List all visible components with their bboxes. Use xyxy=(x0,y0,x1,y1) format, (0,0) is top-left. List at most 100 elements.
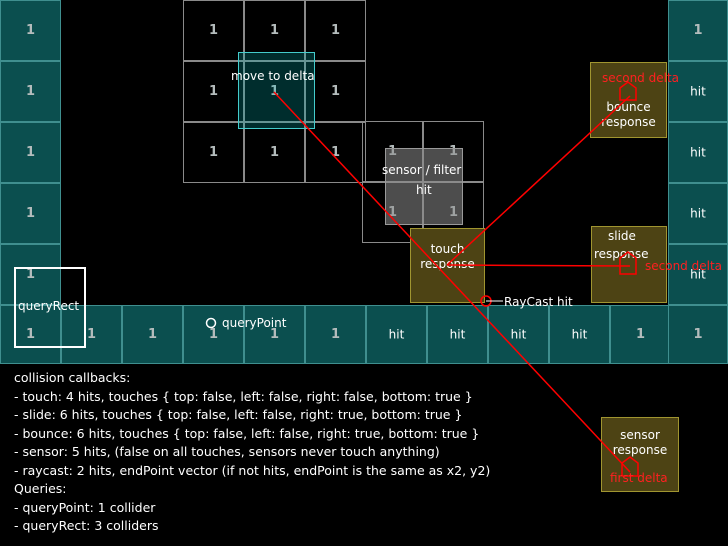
tile-hit-label: hit xyxy=(690,83,706,98)
wall-tile: 1 xyxy=(0,183,61,244)
tile-number: 1 xyxy=(25,83,36,99)
grid-tile: 1 xyxy=(244,61,305,122)
tile-number: 1 xyxy=(25,205,36,221)
wall-tile: hit xyxy=(427,305,488,364)
tile-number: 1 xyxy=(269,83,280,99)
wall-tile: 1 xyxy=(0,61,61,122)
bounce-second-delta-line xyxy=(446,95,631,266)
move-to-delta-rect xyxy=(238,52,315,129)
tile-number: 1 xyxy=(330,22,341,38)
wall-tile: 1 xyxy=(0,305,61,364)
tile-hit-label: hit xyxy=(449,326,466,341)
query-point-marker xyxy=(205,317,217,329)
bounce-end-marker xyxy=(619,81,637,101)
tile-number: 1 xyxy=(25,266,36,282)
sensor-response-line-1: sensor xyxy=(620,428,660,442)
tile-number: 1 xyxy=(147,326,158,342)
sensor-filter-hit-label: hit xyxy=(416,183,432,197)
sensor-filter-rect xyxy=(385,148,463,225)
bounce-response-line-2: response xyxy=(601,115,656,129)
info-query-rect: - queryRect: 3 colliders xyxy=(14,518,159,533)
bounce-response-line-1: bounce xyxy=(606,100,651,114)
wall-tile: 1 xyxy=(183,305,244,364)
info-sensor: - sensor: 5 hits, (false on all touches,… xyxy=(14,444,440,459)
tile-hit-label: hit xyxy=(388,326,405,341)
wall-tile: 1 xyxy=(122,305,183,364)
tile-hit-label: hit xyxy=(571,326,588,341)
tile-number: 1 xyxy=(208,22,219,38)
grid-tile: 1 xyxy=(244,0,305,61)
tile-hit-label: hit xyxy=(690,205,706,220)
tile-number: 1 xyxy=(330,83,341,99)
tile-number: 1 xyxy=(86,326,97,342)
info-touch: - touch: 4 hits, touches { top: false, l… xyxy=(14,388,473,404)
tile-number: 1 xyxy=(25,326,36,342)
slide-second-delta-line xyxy=(446,264,631,267)
wall-tile: hit xyxy=(366,305,427,364)
wall-tile: 1 xyxy=(0,0,61,61)
tile-number: 1 xyxy=(208,326,219,342)
slide-second-delta-label: second delta xyxy=(645,259,723,273)
grid-tile: 1 xyxy=(183,61,244,122)
sensor-response-line-2: response xyxy=(612,443,668,457)
wall-tile: 1 xyxy=(610,305,671,364)
first-delta-end-marker xyxy=(621,456,639,477)
raycast-hit-label: RayCast hit xyxy=(504,295,573,309)
tile-number: 1 xyxy=(330,144,341,160)
tile-hit-label: hit xyxy=(690,144,706,159)
grid-tile: 1 xyxy=(305,0,366,61)
tile-number: 1 xyxy=(208,144,219,160)
info-slide: - slide: 6 hits, touches { top: false, l… xyxy=(14,407,463,422)
tile-number: 1 xyxy=(269,326,280,342)
tile-hit-label: hit xyxy=(510,326,527,341)
info-raycast: - raycast: 2 hits, endPoint vector (if n… xyxy=(14,462,491,478)
wall-tile: 1 xyxy=(0,122,61,183)
sensor-filter-label: sensor / filter xyxy=(382,163,462,177)
wall-tile: 1 xyxy=(668,0,728,61)
tile-hit-label: hit xyxy=(690,266,706,281)
grid-tile: 1 xyxy=(305,61,366,122)
tile-number: 1 xyxy=(25,22,36,38)
query-rect-label: queryRect xyxy=(18,299,80,313)
wall-tile: hit xyxy=(668,122,728,183)
grid-tile: 1 xyxy=(244,122,305,183)
wall-tile: 1 xyxy=(0,244,61,305)
wall-tile: 1 xyxy=(244,305,305,364)
tile-number: 1 xyxy=(208,83,219,99)
query-point-label: queryPoint xyxy=(222,316,287,330)
grid-tile: 1 xyxy=(305,122,366,183)
slide-response-label: slide response xyxy=(592,229,666,262)
tile-number: 1 xyxy=(269,144,280,160)
wall-tile: 1 xyxy=(305,305,366,364)
touch-response-line-1: touch xyxy=(430,242,465,256)
slide-response-line-1: slide xyxy=(608,229,636,243)
grid-tile: 1 xyxy=(183,0,244,61)
first-delta-label: first delta xyxy=(610,471,668,485)
slide-end-marker xyxy=(619,251,637,275)
first-delta-line xyxy=(273,91,631,473)
tile-number: 1 xyxy=(269,22,280,38)
info-panel: collision callbacks: - touch: 4 hits, to… xyxy=(14,369,490,536)
wall-tile: hit xyxy=(668,183,728,244)
query-rect-box xyxy=(14,267,86,348)
sensor-response-label: sensor response xyxy=(602,428,678,458)
bounce-response-label: bounce response xyxy=(591,100,666,130)
wall-tile: hit xyxy=(549,305,610,364)
info-header: collision callbacks: xyxy=(14,370,131,385)
bounce-second-delta-label: second delta xyxy=(602,71,680,85)
tile-number: 1 xyxy=(693,326,703,342)
tile-number: 1 xyxy=(635,326,646,342)
tile-number: 1 xyxy=(330,326,341,342)
info-bounce: - bounce: 6 hits, touches { top: false, … xyxy=(14,425,480,441)
slide-response-box: slide response xyxy=(591,226,667,303)
wall-tile: hit xyxy=(488,305,549,364)
info-queries-header: Queries: xyxy=(14,481,67,496)
tile-number: 1 xyxy=(25,144,36,160)
wall-tile: 1 xyxy=(61,305,122,364)
tile-number: 1 xyxy=(693,22,703,38)
wall-tile: hit xyxy=(668,61,728,122)
move-to-delta-label: move to delta xyxy=(231,69,315,83)
bounce-response-box: bounce response xyxy=(590,62,667,138)
